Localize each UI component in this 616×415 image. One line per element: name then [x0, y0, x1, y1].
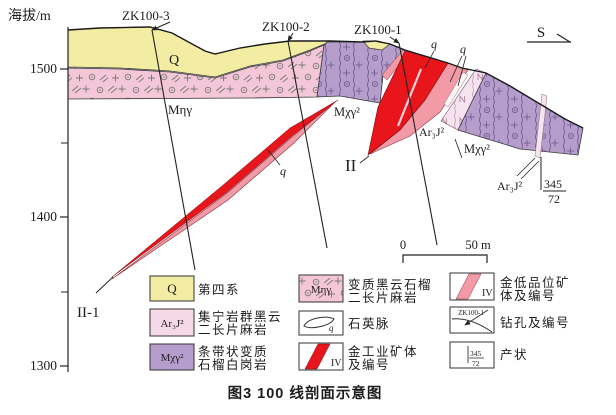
- borehole-zk100-2-label: ZK100-2: [262, 19, 310, 34]
- tick-1400: 1400: [30, 209, 57, 224]
- svg-text:Q: Q: [167, 281, 177, 296]
- legend: Q 第四系 Ar₃J² 集宁岩群黑云 二长片麻岩 Mχγ² 条带状变质 石榴白岗…: [149, 272, 570, 372]
- orebody-II1-leader: [95, 276, 114, 294]
- label-quaternary: Q: [169, 53, 179, 68]
- svg-text:ZK100-1: ZK100-1: [458, 309, 484, 317]
- axis-title: 海拔/m: [8, 8, 51, 24]
- borehole-zk100-2: [287, 32, 328, 249]
- borehole-zk100-1: [389, 36, 438, 246]
- svg-text:二长片麻岩: 二长片麻岩: [198, 322, 268, 337]
- surface-line: [67, 26, 584, 129]
- svg-text:钻孔及编号: 钻孔及编号: [500, 315, 570, 330]
- label-mxg-left: Mχγ²: [334, 105, 360, 119]
- svg-text:345: 345: [544, 177, 562, 191]
- label-q-top2: q: [460, 42, 466, 56]
- label-orebody-II: II: [345, 156, 357, 175]
- scale-bar: 0 50 m: [400, 238, 491, 263]
- svg-text:IV: IV: [331, 358, 342, 369]
- legend-item-quaternary: Q 第四系: [149, 275, 240, 302]
- legend-item-arj: Ar₃J² 集宁岩群黑云 二长片麻岩: [149, 308, 282, 337]
- q-left-leader: [267, 149, 281, 166]
- svg-text:产状: 产状: [500, 348, 528, 362]
- svg-text:金低品位矿: 金低品位矿: [500, 275, 570, 290]
- unit-mhg-gneiss-polygon: [67, 44, 325, 100]
- legend-item-attitude: 345 72 产状: [449, 341, 528, 369]
- svg-text:体及编号: 体及编号: [500, 288, 556, 303]
- q-top2-leader-a: [449, 55, 463, 83]
- label-mhg: Mηγ: [168, 102, 192, 117]
- legend-item-ore-industrial: IV 金工业矿体 及编号: [298, 342, 418, 372]
- orebody-II1-industrial: [111, 99, 339, 278]
- unit-arj-thin-band: [534, 93, 548, 159]
- quartz-lens-icon: [303, 316, 335, 329]
- attitude-symbol: 345 72: [516, 157, 566, 206]
- legend-item-quartz-vein: q 石英脉: [298, 310, 390, 336]
- q-top1-leader: [424, 50, 435, 69]
- svg-text:IV: IV: [482, 288, 493, 299]
- svg-text:72: 72: [548, 192, 560, 206]
- orebody-II-leader: [359, 155, 370, 164]
- tick-1300: 1300: [30, 358, 57, 373]
- svg-text:72: 72: [472, 359, 480, 368]
- q-top2-leader-b: [457, 55, 467, 87]
- tick-1500: 1500: [30, 61, 57, 76]
- legend-item-ore-lowgrade: IV 金低品位矿 体及编号: [449, 272, 570, 303]
- svg-text:345: 345: [470, 349, 482, 358]
- label-q-left: q: [280, 164, 286, 178]
- label-mxg-right: Mχγ²: [464, 142, 490, 156]
- cross-section: ZK100-3 ZK100-2 ZK100-1 Q Mηγ Mχγ² Mχγ² …: [8, 8, 584, 373]
- label-arj-lower: Ar₃J²: [497, 179, 523, 193]
- quartz-vein-sliver-a: [443, 71, 469, 108]
- borehole-zk100-3-label: ZK100-3: [122, 8, 170, 23]
- svg-text:50 m: 50 m: [465, 238, 491, 252]
- svg-text:Mηγ: Mηγ: [311, 284, 332, 296]
- svg-text:集宁岩群黑云: 集宁岩群黑云: [198, 309, 282, 324]
- svg-text:条带状变质: 条带状变质: [198, 344, 268, 359]
- legend-item-drillhole: ZK100-1 钻孔及编号: [449, 306, 570, 334]
- svg-text:q: q: [329, 323, 334, 333]
- svg-text:二长片麻岩: 二长片麻岩: [348, 290, 418, 305]
- svg-text:第四系: 第四系: [198, 283, 240, 297]
- orebody-II1-lowgrade: [111, 102, 335, 280]
- borehole-zk100-1-label: ZK100-1: [354, 22, 402, 37]
- svg-text:金工业矿体: 金工业矿体: [348, 344, 418, 359]
- svg-text:Ar₃J²: Ar₃J²: [160, 318, 184, 330]
- svg-text:石榴白岗岩: 石榴白岗岩: [198, 357, 268, 372]
- elevation-axis: 海拔/m 1500 1400 1300: [8, 8, 69, 373]
- svg-text:及编号: 及编号: [348, 357, 390, 372]
- svg-text:变质黑云石榴: 变质黑云石榴: [348, 277, 432, 292]
- compass-south: S: [527, 25, 571, 43]
- figure-caption: 图3 100 线剖面示意图: [228, 384, 383, 402]
- legend-item-mhg: Mηγ 变质黑云石榴 二长片麻岩: [298, 274, 432, 305]
- svg-text:S: S: [537, 25, 545, 41]
- label-arj-upper: Ar₃J²: [419, 125, 445, 139]
- svg-text:Mχγ²: Mχγ²: [161, 352, 185, 364]
- label-orebody-II1: II-1: [77, 305, 100, 321]
- svg-text:石英脉: 石英脉: [348, 316, 390, 331]
- svg-text:0: 0: [400, 238, 406, 252]
- label-q-top1: q: [431, 37, 437, 51]
- label-divider-line: [454, 138, 463, 159]
- borehole-zk100-3: [151, 21, 196, 271]
- legend-item-mxg: Mχγ² 条带状变质 石榴白岗岩: [149, 343, 268, 372]
